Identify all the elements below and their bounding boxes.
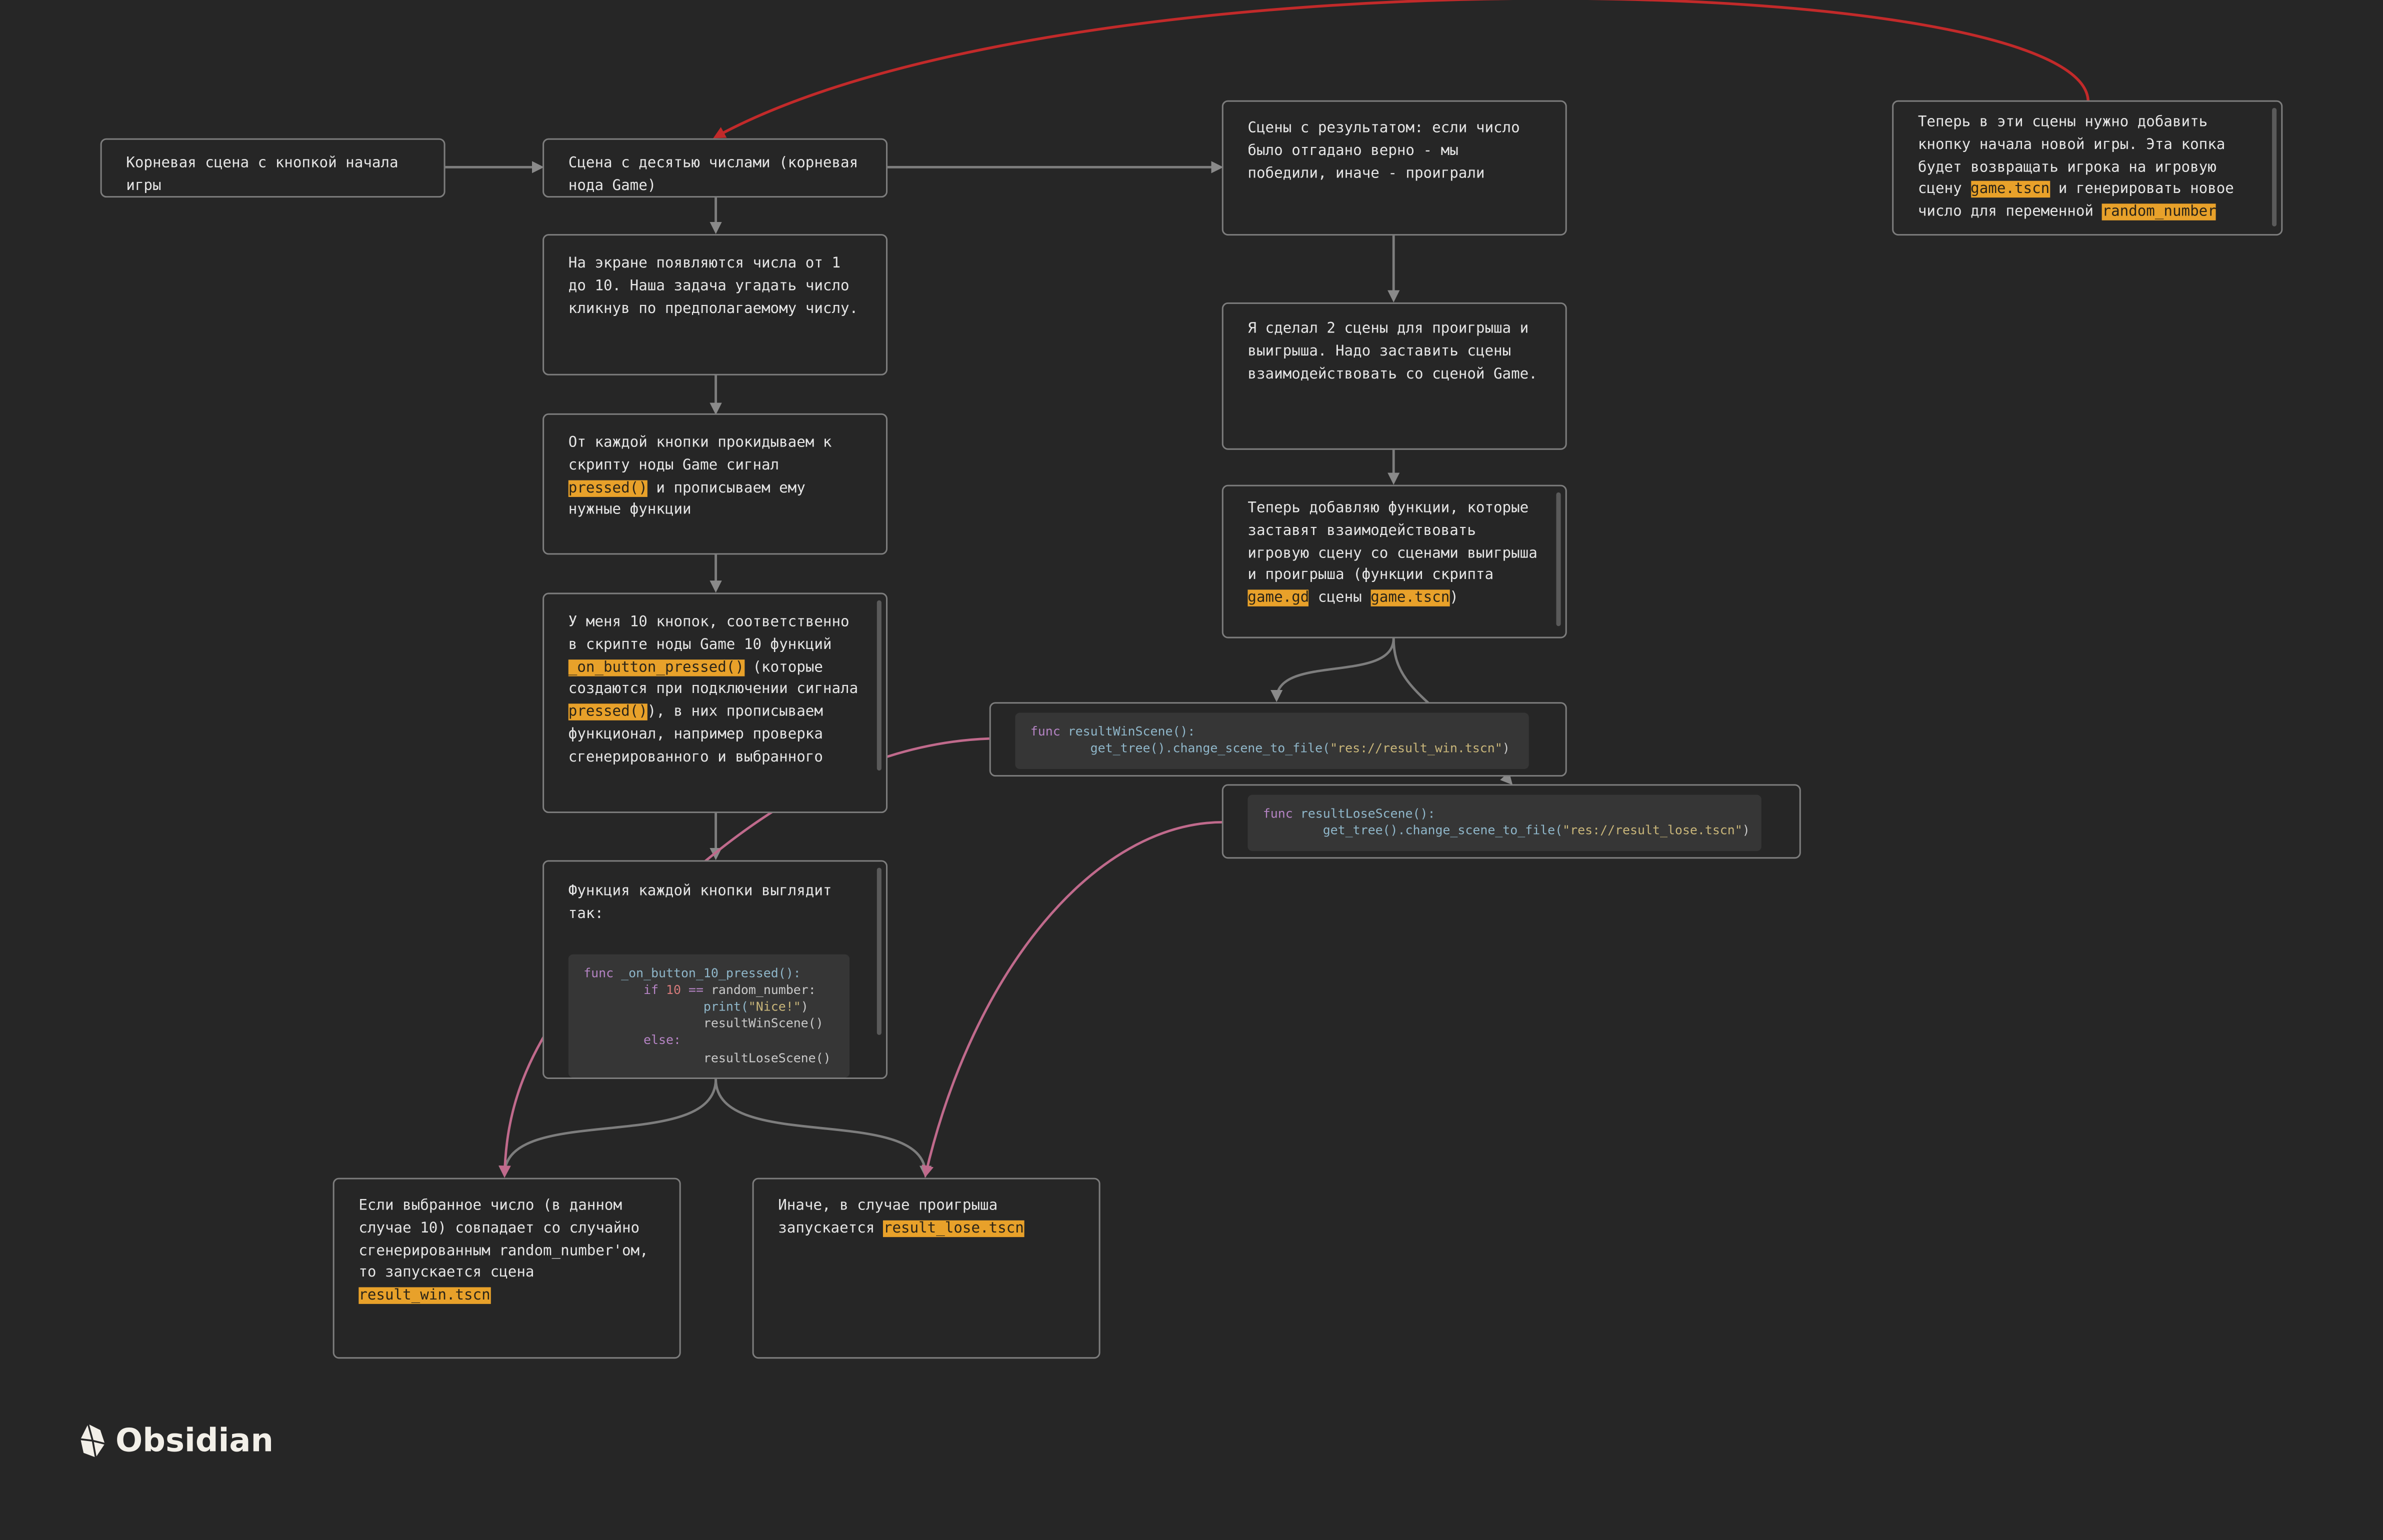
code-block-button-func: func _on_button_10_pressed(): if 10 == r… — [568, 954, 850, 1078]
node-root-text: Корневая сцена с кнопкой начала игры — [126, 155, 398, 194]
node-add-funcs[interactable]: Теперь добавляю функции, которые заставя… — [1222, 484, 1567, 638]
obsidian-logo-icon — [80, 1424, 106, 1458]
edge-add-wincode — [1270, 638, 1395, 702]
node-buttons-text: У меня 10 кнопок, соответственно в скрип… — [568, 614, 858, 766]
code-highlight: pressed() — [568, 480, 648, 496]
code-highlight: pressed() — [568, 704, 648, 721]
node-results[interactable]: Сцены с результатом: если число было отг… — [1222, 100, 1567, 236]
code-block-lose-scene: func resultLoseScene(): get_tree().chang… — [1248, 794, 1762, 852]
node-game-text: Сцена с десятью числами (корневая нода G… — [568, 155, 858, 194]
node-win-code[interactable]: func resultWinScene(): get_tree().change… — [989, 702, 1567, 777]
code-highlight: game.tscn — [1970, 181, 2050, 198]
node-signal-text: От каждой кнопки прокидываем к скрипту н… — [568, 434, 832, 519]
node-scrollbar[interactable] — [876, 868, 882, 1035]
node-new-game-text: Теперь в эти сцены нужно добавить кнопку… — [1918, 114, 2234, 221]
code-highlight: result_lose.tscn — [883, 1220, 1024, 1237]
node-win-text: Если выбранное число (в данном случае 10… — [358, 1198, 648, 1304]
node-two-scenes-text: Я сделал 2 сцены для проигрыша и выигрыш… — [1248, 320, 1538, 382]
edge-newgame-game — [713, 0, 2090, 138]
code-highlight: game.gd — [1248, 590, 1310, 607]
code-block-win-scene: func resultWinScene(): get_tree().change… — [1015, 712, 1529, 769]
brand-name: Obsidian — [116, 1422, 274, 1459]
node-new-game[interactable]: Теперь в эти сцены нужно добавить кнопку… — [1892, 100, 2283, 236]
edge-losecode-lose — [922, 820, 1224, 1178]
node-add-funcs-text: Теперь добавляю функции, которые заставя… — [1248, 500, 1538, 607]
node-func-each-text: Функция каждой кнопки выглядит так: — [568, 882, 832, 922]
node-signal[interactable]: От каждой кнопки прокидываем к скрипту н… — [542, 413, 888, 555]
node-screen-numbers[interactable]: На экране появляются числа от 1 до 10. Н… — [542, 234, 888, 376]
node-lose-code[interactable]: func resultLoseScene(): get_tree().chang… — [1222, 784, 1801, 859]
node-lose[interactable]: Иначе, в случае проигрыша запускается re… — [752, 1178, 1100, 1359]
node-scrollbar[interactable] — [2272, 108, 2277, 226]
node-func-each[interactable]: Функция каждой кнопки выглядит так: func… — [542, 860, 888, 1080]
code-highlight: game.tscn — [1370, 590, 1450, 607]
node-lose-text: Иначе, в случае проигрыша запускается re… — [778, 1198, 1024, 1237]
code-highlight: random_number — [2102, 204, 2216, 221]
edge-funceach-win — [498, 1079, 718, 1178]
node-screen-text: На экране появляются числа от 1 до 10. Н… — [568, 255, 858, 318]
edge-funceach-lose — [714, 1079, 932, 1178]
node-two-scenes[interactable]: Я сделал 2 сцены для проигрыша и выигрыш… — [1222, 302, 1567, 450]
node-root-scene[interactable]: Корневая сцена с кнопкой начала игры — [100, 138, 446, 198]
node-results-text: Сцены с результатом: если число было отг… — [1248, 120, 1520, 182]
node-game-scene[interactable]: Сцена с десятью числами (корневая нода G… — [542, 138, 888, 198]
node-win[interactable]: Если выбранное число (в данном случае 10… — [332, 1178, 681, 1359]
code-highlight: _on_button_pressed() — [568, 658, 744, 676]
code-highlight: result_win.tscn — [358, 1288, 490, 1304]
node-scrollbar[interactable] — [876, 600, 882, 771]
node-buttons[interactable]: У меня 10 кнопок, соответственно в скрип… — [542, 592, 888, 814]
obsidian-brand: Obsidian — [79, 1422, 274, 1459]
node-scrollbar[interactable] — [1556, 492, 1561, 626]
